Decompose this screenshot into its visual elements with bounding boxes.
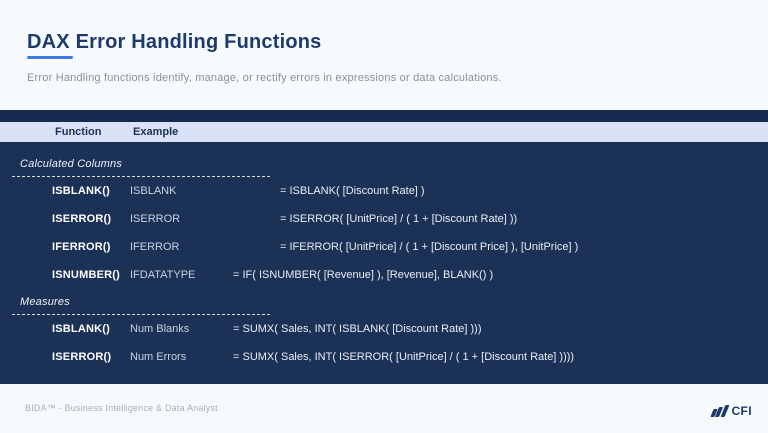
cfi-logo: CFI bbox=[710, 403, 752, 418]
cfi-logo-text: CFI bbox=[731, 404, 752, 418]
example-name: IFERROR bbox=[130, 241, 180, 253]
table-body: Calculated Columns ISBLANK() ISBLANK = I… bbox=[0, 142, 768, 384]
function-name: ISBLANK() bbox=[52, 323, 111, 335]
formula-text: = ISBLANK( [Discount Rate] ) bbox=[280, 185, 425, 197]
page-title: DAX Error Handling Functions bbox=[27, 31, 322, 53]
formula-text: = SUMX( Sales, INT( ISBLANK( [Discount R… bbox=[233, 323, 482, 335]
section-label: Calculated Columns bbox=[20, 158, 123, 170]
formula-text: = SUMX( Sales, INT( ISERROR( [UnitPrice]… bbox=[233, 351, 575, 363]
table-row: ISERROR() Num Errors = SUMX( Sales, INT(… bbox=[0, 343, 768, 371]
column-header-function: Function bbox=[55, 126, 102, 138]
title-accent-underline bbox=[27, 56, 73, 59]
function-name: ISBLANK() bbox=[52, 185, 111, 197]
footer-course-label: BIDA™ - Business Intelligence & Data Ana… bbox=[25, 403, 218, 413]
table-top-bar bbox=[0, 110, 768, 122]
formula-text: = ISERROR( [UnitPrice] / ( 1 + [Discount… bbox=[280, 213, 518, 225]
formula-text: = IF( ISNUMBER( [Revenue] ), [Revenue], … bbox=[233, 269, 494, 281]
function-name: IFERROR() bbox=[52, 241, 111, 253]
cfi-logo-icon bbox=[710, 405, 729, 417]
formula-text: = IFERROR( [UnitPrice] / ( 1 + [Discount… bbox=[280, 241, 579, 253]
function-name: ISNUMBER() bbox=[52, 269, 120, 281]
table-row: ISNUMBER() IFDATATYPE = IF( ISNUMBER( [R… bbox=[0, 261, 768, 289]
example-name: ISBLANK bbox=[130, 185, 177, 197]
function-name: ISERROR() bbox=[52, 351, 112, 363]
section-rows: ISBLANK() Num Blanks = SUMX( Sales, INT(… bbox=[0, 315, 768, 371]
table-column-header: Function Example bbox=[0, 122, 768, 142]
example-name: Num Blanks bbox=[130, 323, 190, 335]
section-rows: ISBLANK() ISBLANK = ISBLANK( [Discount R… bbox=[0, 177, 768, 289]
table-row: ISERROR() ISERROR = ISERROR( [UnitPrice]… bbox=[0, 205, 768, 233]
function-name: ISERROR() bbox=[52, 213, 112, 225]
example-name: ISERROR bbox=[130, 213, 181, 225]
dashed-divider bbox=[12, 314, 270, 315]
section-label: Measures bbox=[20, 296, 70, 308]
page-subtitle: Error Handling functions identify, manag… bbox=[27, 72, 502, 84]
table-row: ISBLANK() Num Blanks = SUMX( Sales, INT(… bbox=[0, 315, 768, 343]
dashed-divider bbox=[12, 176, 270, 177]
table-row: ISBLANK() ISBLANK = ISBLANK( [Discount R… bbox=[0, 177, 768, 205]
example-name: IFDATATYPE bbox=[130, 269, 196, 281]
example-name: Num Errors bbox=[130, 351, 187, 363]
column-header-example: Example bbox=[133, 126, 179, 138]
table-row: IFERROR() IFERROR = IFERROR( [UnitPrice]… bbox=[0, 233, 768, 261]
